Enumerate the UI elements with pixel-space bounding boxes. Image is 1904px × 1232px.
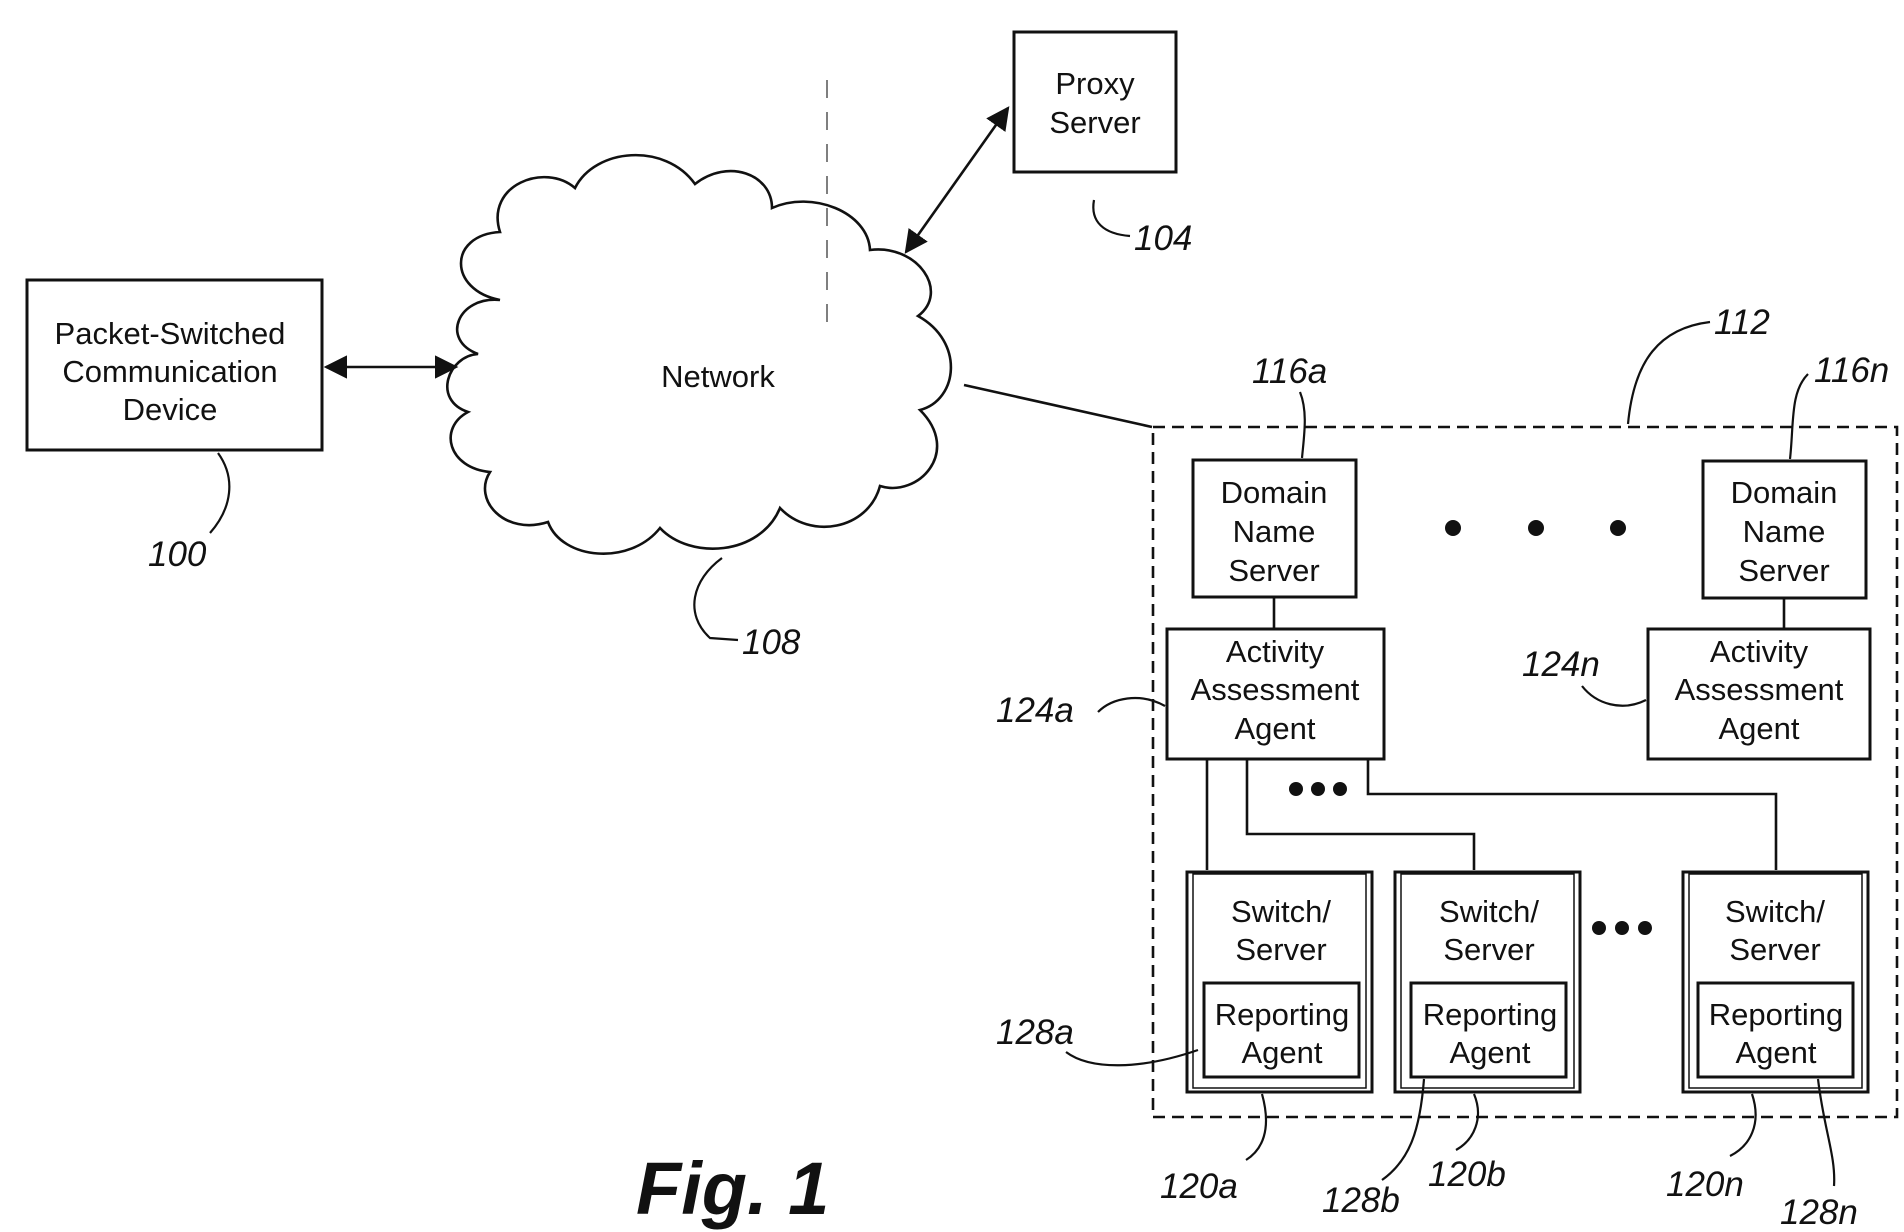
activity-assessment-agent-n-node: Activity Assessment Agent [1648, 629, 1870, 759]
leader-128n [1818, 1079, 1834, 1186]
device-label-line-3: Device [123, 392, 218, 427]
link-ellipsis [1289, 782, 1347, 796]
ref-100: 100 [148, 535, 207, 574]
switch-ellipsis [1592, 921, 1652, 935]
dns-n-label-line-1: Domain [1731, 475, 1838, 510]
ref-108: 108 [742, 623, 801, 662]
ref-120n: 120n [1666, 1165, 1744, 1204]
network-cluster-link [964, 385, 1152, 427]
device-node: Packet-Switched Communication Device [27, 280, 322, 450]
device-label-line-1: Packet-Switched [55, 316, 286, 351]
ref-124a: 124a [996, 691, 1074, 730]
reporting-b-label-line-1: Reporting [1423, 997, 1557, 1032]
dns-server-n-node: Domain Name Server [1703, 461, 1866, 598]
ref-116a: 116a [1252, 352, 1327, 391]
leader-128a [1066, 1050, 1198, 1065]
aaa-switch-n-link [1368, 759, 1776, 870]
dns-a-label-line-2: Name [1233, 514, 1316, 549]
dns-a-label-line-3: Server [1228, 553, 1319, 588]
leader-116n [1790, 374, 1808, 459]
leader-120a [1246, 1094, 1266, 1160]
ref-116n: 116n [1814, 351, 1889, 390]
dns-n-label-line-2: Name [1743, 514, 1826, 549]
ref-128a: 128a [996, 1013, 1074, 1052]
leader-124a [1098, 698, 1165, 712]
aaa-n-label-line-2: Assessment [1675, 672, 1844, 707]
switch-b-label-line-2: Server [1443, 932, 1534, 967]
switch-b-label-line-1: Switch/ [1439, 894, 1539, 929]
dns-n-label-line-3: Server [1738, 553, 1829, 588]
proxy-label-line-1: Proxy [1055, 66, 1135, 101]
leader-104 [1093, 200, 1130, 236]
reporting-a-label-line-1: Reporting [1215, 997, 1349, 1032]
ref-104: 104 [1134, 219, 1192, 258]
reporting-n-label-line-2: Agent [1735, 1035, 1816, 1070]
leader-112 [1628, 322, 1710, 424]
proxy-label-line-2: Server [1049, 105, 1140, 140]
proxy-server-node: Proxy Server [1014, 32, 1176, 172]
leader-120n [1730, 1094, 1756, 1156]
network-cloud: Network [447, 155, 951, 554]
leader-124n [1582, 686, 1646, 706]
switch-a-label-line-2: Server [1235, 932, 1326, 967]
leader-108 [694, 558, 738, 640]
reporting-b-label-line-2: Agent [1449, 1035, 1530, 1070]
reporting-n-label-line-1: Reporting [1709, 997, 1843, 1032]
switch-server-n-node: Switch/ Server Reporting Agent [1683, 872, 1868, 1092]
aaa-n-label-line-1: Activity [1710, 634, 1809, 669]
switch-server-b-node: Switch/ Server Reporting Agent [1395, 872, 1580, 1092]
aaa-a-label-line-3: Agent [1234, 711, 1315, 746]
ref-128n: 128n [1780, 1193, 1858, 1232]
ref-120b: 120b [1428, 1155, 1506, 1194]
switch-a-label-line-1: Switch/ [1231, 894, 1331, 929]
leader-100 [210, 453, 229, 533]
network-label: Network [661, 359, 775, 394]
dns-a-label-line-1: Domain [1221, 475, 1328, 510]
network-proxy-arrow [906, 108, 1008, 252]
switch-n-label-line-2: Server [1729, 932, 1820, 967]
dns-ellipsis [1445, 520, 1626, 536]
ref-112: 112 [1714, 303, 1770, 342]
ref-128b: 128b [1322, 1181, 1400, 1220]
aaa-switch-b-link [1247, 759, 1474, 870]
leader-128b [1382, 1079, 1424, 1180]
switch-n-label-line-1: Switch/ [1725, 894, 1825, 929]
aaa-a-label-line-1: Activity [1226, 634, 1325, 669]
ref-124n: 124n [1522, 645, 1600, 684]
device-label-line-2: Communication [62, 354, 277, 389]
dns-server-a-node: Domain Name Server [1193, 460, 1356, 597]
reporting-a-label-line-2: Agent [1241, 1035, 1322, 1070]
leader-120b [1456, 1094, 1478, 1150]
figure-label: Fig. 1 [636, 1147, 829, 1230]
ref-120a: 120a [1160, 1167, 1238, 1206]
aaa-n-label-line-3: Agent [1718, 711, 1799, 746]
aaa-a-label-line-2: Assessment [1191, 672, 1360, 707]
switch-server-a-node: Switch/ Server Reporting Agent [1187, 872, 1372, 1092]
activity-assessment-agent-a-node: Activity Assessment Agent [1167, 629, 1384, 759]
leader-116a [1300, 392, 1305, 458]
